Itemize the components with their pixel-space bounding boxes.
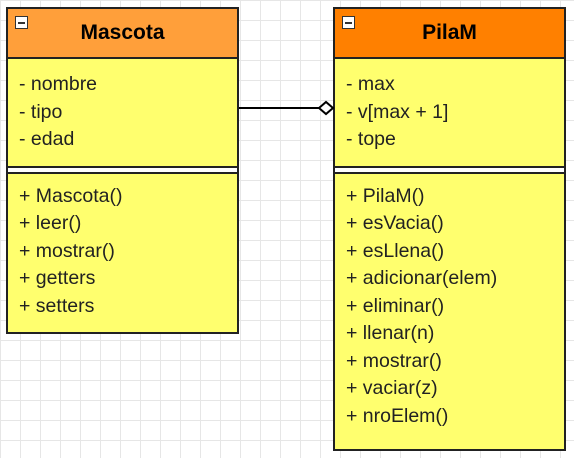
collapse-icon[interactable] <box>342 16 355 29</box>
method: + llenar(n) <box>346 322 435 344</box>
section-divider <box>335 165 564 174</box>
class-pilam[interactable]: PilaM - max - v[max + 1] - tope + PilaM(… <box>333 7 566 451</box>
method: + leer() <box>19 212 82 234</box>
attributes-section: - nombre - tipo - edad <box>8 59 237 166</box>
attribute: - tipo <box>19 100 63 123</box>
collapse-icon[interactable] <box>15 16 28 29</box>
methods-section: + PilaM() + esVacia() + esLlena() + adic… <box>335 174 564 431</box>
class-name-mascota: Mascota <box>80 21 165 44</box>
class-header-pilam[interactable]: PilaM <box>335 9 564 59</box>
class-mascota[interactable]: Mascota - nombre - tipo - edad + Mascota… <box>6 7 239 334</box>
method: + mostrar() <box>346 349 442 372</box>
method: + adicionar(elem) <box>346 267 498 289</box>
method: + vaciar(z) <box>346 377 438 399</box>
method: + getters <box>19 267 96 289</box>
class-name-pilam: PilaM <box>422 21 477 44</box>
method: + Mascota() <box>19 184 123 207</box>
section-divider <box>8 165 237 174</box>
attribute: - nombre <box>19 73 98 95</box>
method: + esLlena() <box>346 239 445 262</box>
attribute: - edad <box>19 128 75 150</box>
method: + esVacia() <box>346 212 444 234</box>
method: + nroElem() <box>346 404 449 427</box>
attribute: - max <box>346 73 395 95</box>
method: + eliminar() <box>346 294 445 317</box>
class-header-mascota[interactable]: Mascota <box>8 9 237 59</box>
methods-section: + Mascota() + leer() + mostrar() + gette… <box>8 174 237 321</box>
method: + PilaM() <box>346 184 425 207</box>
method: + setters <box>19 294 95 317</box>
attribute: - tope <box>346 128 396 150</box>
attributes-section: - max - v[max + 1] - tope <box>335 59 564 166</box>
aggregation-diamond-icon[interactable] <box>317 100 335 116</box>
attribute: - v[max + 1] <box>346 100 449 123</box>
method: + mostrar() <box>19 239 115 262</box>
